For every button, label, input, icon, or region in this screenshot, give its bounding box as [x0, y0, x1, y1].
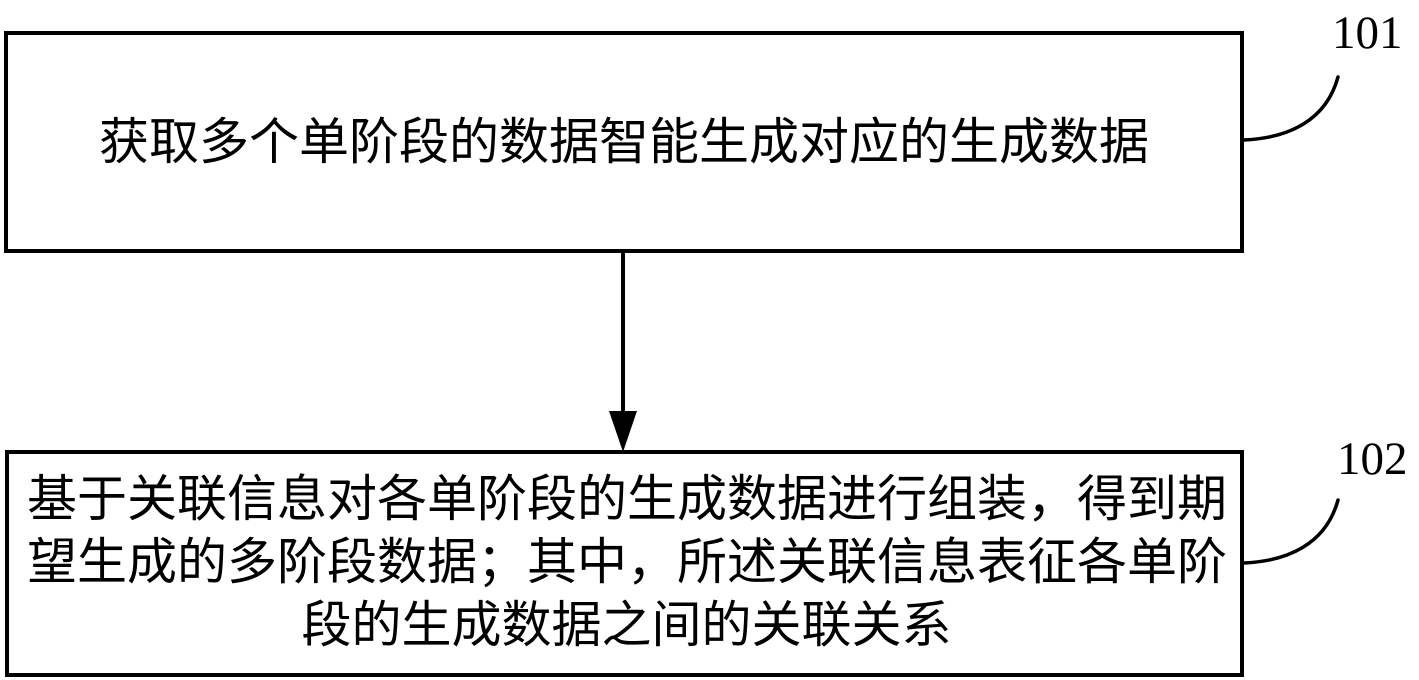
step-102-text-line1: 基于关联信息对各单阶段的生成数据进行组装，得到期	[27, 471, 1227, 527]
leader-line-101	[1242, 75, 1340, 142]
ref-label-101: 101	[1332, 7, 1403, 59]
ref-label-102: 102	[1337, 433, 1408, 485]
step-box-101: 获取多个单阶段的数据智能生成对应的生成数据	[4, 31, 1244, 253]
step-box-102: 基于关联信息对各单阶段的生成数据进行组装，得到期 望生成的多阶段数据；其中，所述…	[5, 450, 1244, 677]
step-102-text-line2: 望生成的多阶段数据；其中，所述关联信息表征各单阶	[27, 534, 1227, 590]
leader-line-102	[1242, 498, 1340, 565]
step-102-text-line3: 段的生成数据之间的关联关系	[301, 597, 952, 653]
flow-arrow-shaft	[621, 253, 625, 415]
step-101-text: 获取多个单阶段的数据智能生成对应的生成数据	[99, 114, 1149, 170]
flow-arrow-head-icon	[609, 411, 637, 452]
